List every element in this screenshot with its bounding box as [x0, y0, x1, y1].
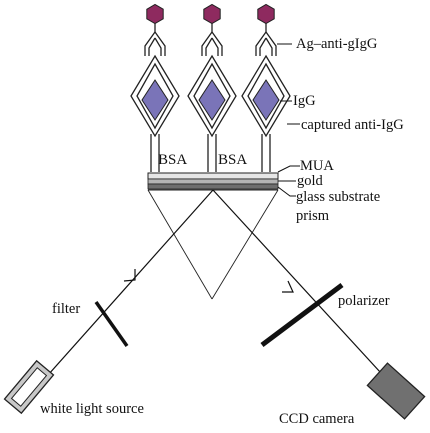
gold-label: gold: [297, 173, 324, 189]
ag-anti-gigg-label: Ag–anti-gIgG: [296, 36, 378, 52]
captured-antibody-outline: [241, 54, 291, 138]
captured-antibody-outline: [136, 62, 174, 130]
filter-element: [94, 300, 129, 348]
antibody-arm: [154, 31, 166, 56]
glass-leader-line: [277, 186, 296, 197]
bsa-label-right: BSA: [218, 152, 247, 168]
lamp-icon: [3, 359, 55, 415]
ccd-camera-label: CCD camera: [279, 411, 355, 427]
filter-label: filter: [52, 301, 80, 317]
incident-ray: [39, 189, 214, 385]
reflected-ray: [212, 189, 393, 386]
antibody-stacks: [130, 3, 291, 172]
incident-arrow-icon: [123, 269, 136, 282]
captured-anti-igg-label: captured anti-IgG: [301, 117, 404, 133]
antibody-arm: [144, 31, 156, 56]
polarizer-element: [260, 283, 344, 347]
polarizer-label: polarizer: [338, 293, 390, 309]
ag-particle-icon: [257, 3, 275, 25]
reflected-arrow-icon: [282, 280, 294, 293]
antibody-arm: [201, 31, 213, 56]
prism-label: prism: [296, 208, 330, 224]
sensor-chip: [147, 172, 279, 190]
antibody-arm: [265, 37, 273, 56]
igg-label: IgG: [293, 93, 316, 109]
bsa-label-left: BSA: [158, 152, 187, 168]
captured-antibody-outline: [247, 62, 285, 130]
antibody-arm: [211, 37, 219, 56]
gold-layer: [147, 178, 279, 185]
captured-antibody-outline: [193, 62, 231, 130]
light-path: [39, 189, 393, 386]
antibody-arm: [211, 31, 223, 56]
antibody-arm: [205, 37, 213, 56]
ag-particle-icon: [146, 3, 164, 25]
igg-diamond-icon: [252, 79, 280, 121]
antibody-arm: [154, 37, 162, 56]
igg-diamond-icon: [141, 79, 169, 121]
mua-label: MUA: [300, 158, 334, 174]
prism: [147, 189, 279, 300]
ag-particle-icon: [203, 3, 221, 25]
mua-leader-line: [277, 165, 300, 173]
white-light-source-label: white light source: [40, 401, 144, 417]
camera-icon: [366, 362, 426, 420]
labels: BSA BSA Ag–anti-gIgG IgG captured anti-I…: [40, 36, 404, 427]
captured-antibody-outline: [187, 54, 237, 138]
igg-diamond-icon: [198, 79, 226, 121]
antibody-arm: [265, 31, 277, 56]
captured-antibody-outline: [130, 54, 180, 138]
antibody-arm: [259, 37, 267, 56]
glass-substrate-label: glass substrate: [296, 189, 380, 205]
antibody-arm: [255, 31, 267, 56]
antibody-arm: [148, 37, 156, 56]
glass-substrate-layer: [147, 183, 279, 190]
mua-layer: [147, 172, 279, 180]
